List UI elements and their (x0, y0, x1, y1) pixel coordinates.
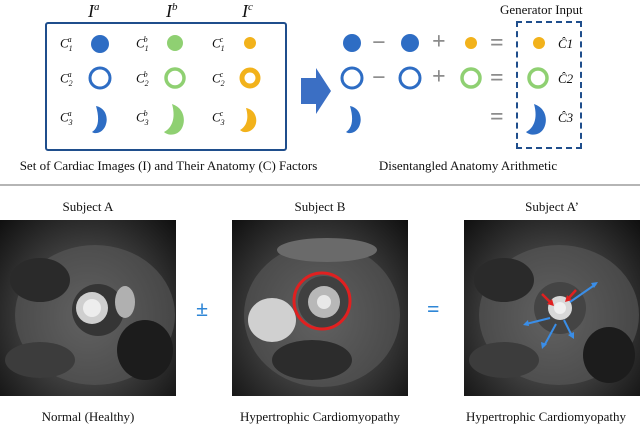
arith-a1b-shape (401, 34, 419, 52)
factor-label-subject: c (219, 109, 224, 118)
factor-label-index: 1 (144, 43, 149, 53)
factor-label-base: C (136, 109, 145, 125)
factor-label-base: C (212, 35, 221, 51)
subject-c-factor-1-shape (244, 37, 256, 49)
subject-a-caption: Normal (Healthy) (41, 409, 135, 424)
subject-c-factor-3-shape (240, 108, 257, 133)
factor-label-base: C (136, 70, 145, 86)
factor-label: C1a (60, 35, 73, 53)
plus-operator-2: + (432, 64, 446, 90)
generator-label-1: Ĉ1 (558, 36, 574, 51)
factor-label-subject: a (67, 109, 72, 118)
factor-label-index: 2 (144, 78, 149, 88)
factor-label: C2c (212, 70, 225, 88)
subject-a-prime-title: Subject A’ (525, 199, 579, 214)
subject-a-factor-1-shape (91, 35, 109, 53)
factor-label: C1b (136, 35, 149, 53)
subject-b-factor-1-shape (167, 35, 183, 51)
mri-image-subject-a-prime (464, 220, 640, 396)
factor-label-index: 3 (220, 117, 225, 127)
plus-minus-operator: ± (196, 296, 209, 321)
equals-operator-1: = (490, 30, 504, 56)
generator-c3-shape (526, 104, 546, 135)
arith-a3-shape (346, 106, 361, 134)
generator-input-box (516, 21, 582, 149)
equals-operator-3: = (490, 104, 504, 130)
generator-label-3: Ĉ3 (558, 110, 574, 125)
subject-b-factor-2-shape (164, 67, 186, 89)
factor-label-subject: a (67, 35, 72, 44)
factor-label-subject: c (219, 35, 224, 44)
column-header-ib: Ib (166, 1, 178, 21)
factor-label-index: 3 (144, 117, 149, 127)
subject-a-title: Subject A (62, 199, 114, 214)
arith-a1-shape (343, 34, 361, 52)
plus-operator-1: + (432, 29, 446, 55)
factor-label: C1c (212, 35, 225, 53)
arith-a2b-shape (398, 66, 422, 90)
factor-label-index: 2 (68, 78, 73, 88)
generator-input-title: Generator Input (500, 2, 583, 17)
arith-c1-shape (465, 37, 477, 49)
factor-label: C2a (60, 70, 73, 88)
subject-a-factor-2-shape (88, 66, 112, 90)
column-header-ia: Ia (88, 1, 100, 21)
factor-label-subject: b (143, 70, 148, 79)
factor-label-subject: b (143, 35, 148, 44)
factor-label-base: C (60, 35, 69, 51)
image-set-box (45, 22, 287, 151)
factor-label: C2b (136, 70, 149, 88)
column-header-ic: Ic (242, 1, 253, 21)
factor-label: C3a (60, 109, 73, 127)
arith-a2-shape (340, 66, 364, 90)
subject-c-factor-2-shape (239, 67, 261, 89)
factor-label-index: 1 (220, 43, 225, 53)
subject-b-title: Subject B (294, 199, 346, 214)
equals-operator-bottom: = (427, 296, 440, 321)
generator-label-2: Ĉ2 (558, 71, 574, 86)
anatomy-shapes-svg (88, 34, 549, 135)
factor-label-subject: c (219, 70, 224, 79)
generator-c1-shape (533, 37, 545, 49)
image-set-caption: Set of Cardiac Images (I) and Their Anat… (19, 158, 318, 173)
subject-a-factor-3-shape (92, 106, 107, 134)
factor-label-index: 1 (68, 43, 73, 53)
subject-a-prime-caption: Hypertrophic Cardiomyopathy (466, 409, 626, 424)
factor-label: C3c (212, 109, 225, 127)
factor-label-subject: a (67, 70, 72, 79)
minus-operator-2: − (372, 65, 386, 91)
factor-label-index: 2 (220, 78, 225, 88)
arrow-right-icon (301, 68, 331, 114)
mri-image-subject-a (0, 220, 176, 396)
factor-label-index: 3 (68, 117, 73, 127)
factor-label-base: C (136, 35, 145, 51)
factor-label-subject: b (143, 109, 148, 118)
subject-b-factor-3-shape (164, 104, 184, 135)
arith-b2-shape (460, 67, 482, 89)
generator-c2-shape (527, 67, 549, 89)
equals-operator-2: = (490, 65, 504, 91)
factor-label-base: C (60, 109, 69, 125)
factor-label: C3b (136, 109, 149, 127)
section-divider (0, 184, 640, 186)
minus-operator-1: − (372, 30, 386, 56)
arithmetic-caption: Disentangled Anatomy Arithmetic (378, 158, 558, 173)
mri-image-subject-b (232, 220, 408, 396)
factor-label-base: C (212, 109, 221, 125)
subject-b-caption: Hypertrophic Cardiomyopathy (240, 409, 400, 424)
factor-label-base: C (212, 70, 221, 86)
factor-label-base: C (60, 70, 69, 86)
highlight-circle (292, 271, 352, 331)
